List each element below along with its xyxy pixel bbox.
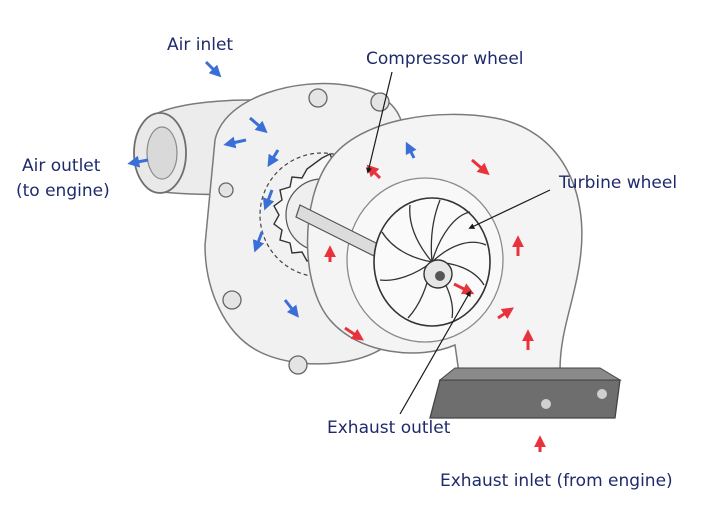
compressor-wheel-label: Compressor wheel <box>366 49 524 69</box>
leader-lines <box>366 71 551 415</box>
air-outlet-sublabel: (to engine) <box>16 181 110 201</box>
exhaust-outlet-leader <box>399 290 471 415</box>
turbine-wheel <box>373 197 491 327</box>
air-outlet-label: Air outlet <box>22 156 101 176</box>
exhaust-inlet-label: Exhaust inlet (from engine) <box>440 471 673 491</box>
air-inlet-label: Air inlet <box>167 35 234 55</box>
turbine-wheel-label: Turbine wheel <box>559 173 678 193</box>
turbine-wheel-leader <box>468 189 551 229</box>
exhaust-inlet-flange <box>429 367 622 419</box>
compressor-wheel-leader <box>366 71 393 174</box>
exhaust-outlet-label: Exhaust outlet <box>327 418 451 438</box>
air-flow-arrows <box>127 60 417 318</box>
